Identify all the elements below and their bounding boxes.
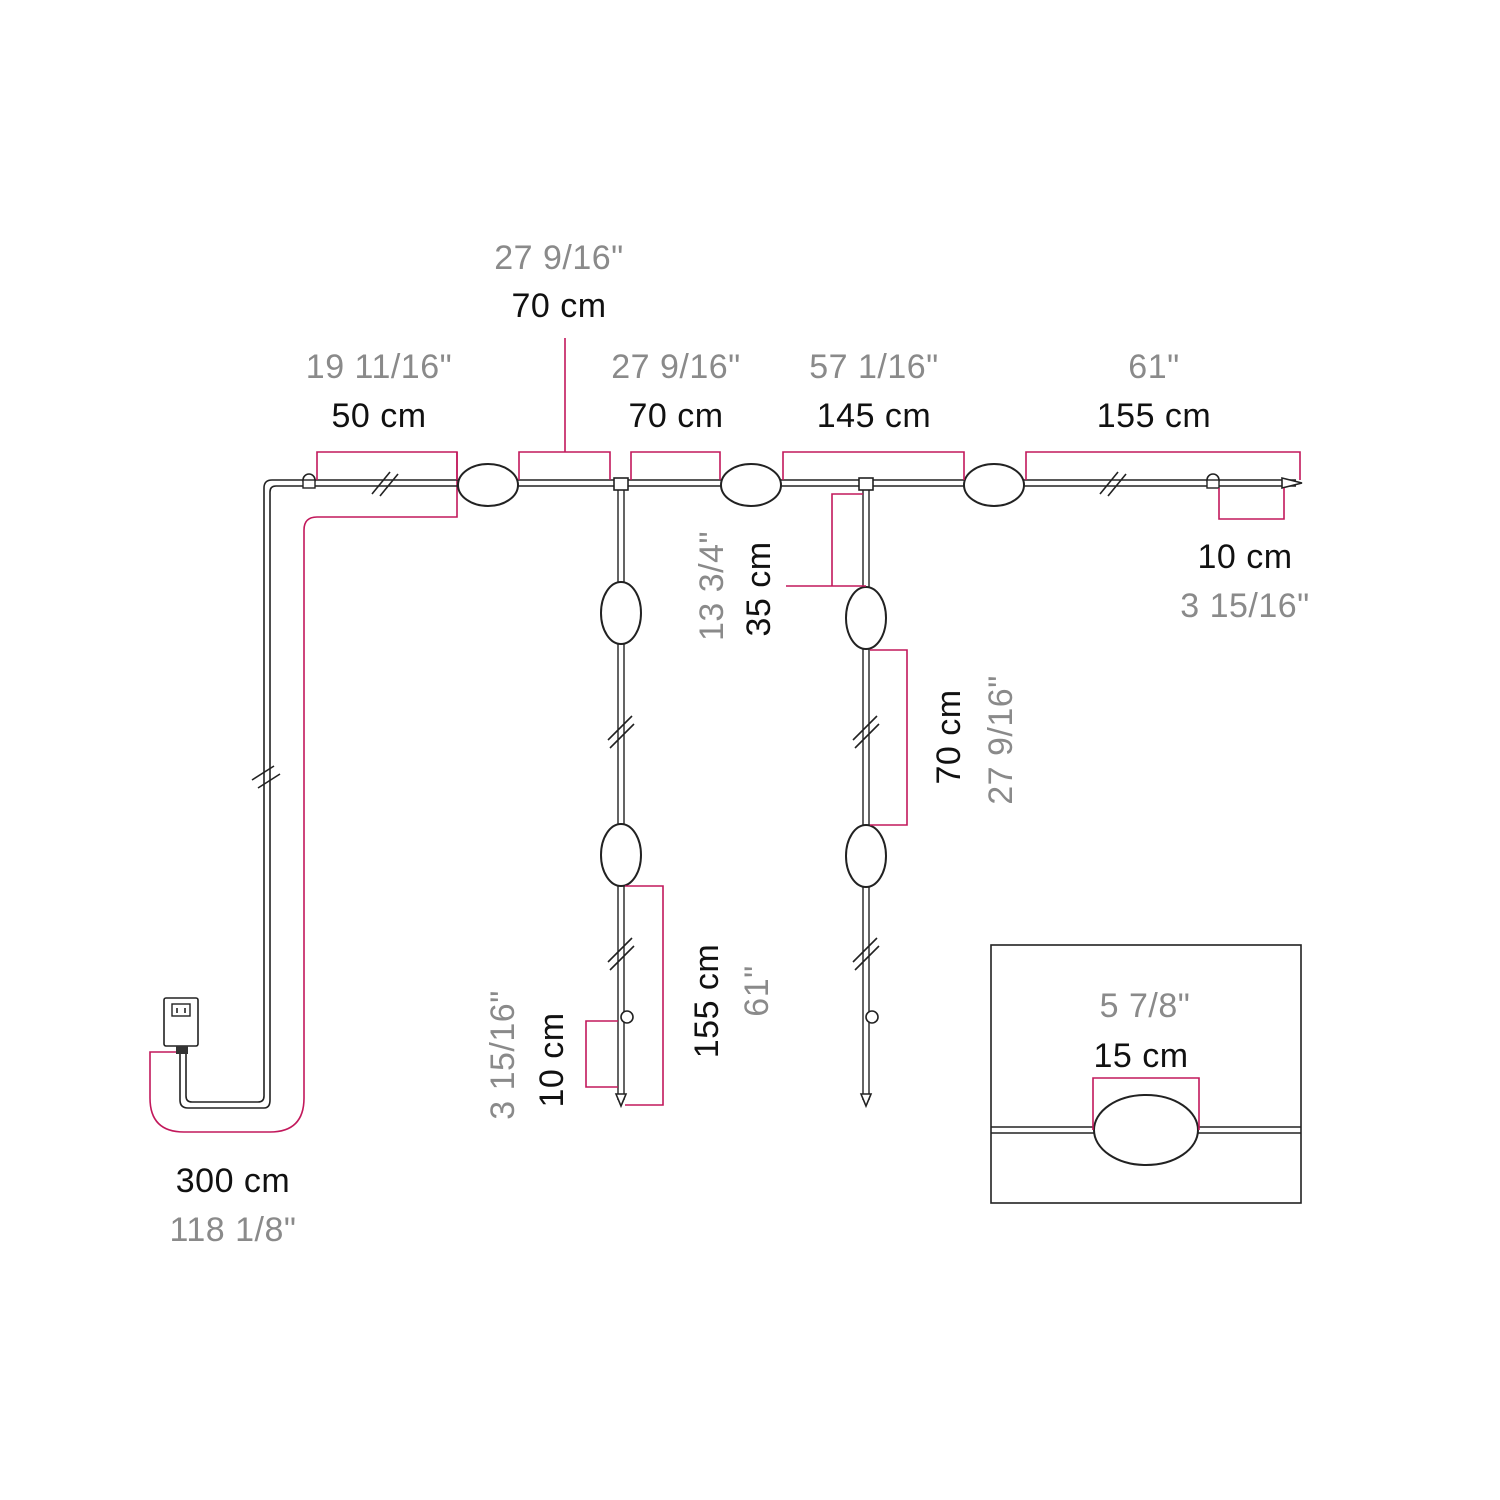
branch-offset-metric: 35 cm (740, 541, 778, 636)
top-segment-3-imperial: 27 9/16" (611, 348, 741, 386)
t-connector (858, 477, 874, 491)
bulb (963, 463, 1025, 507)
right-drop-imperial: 27 9/16" (982, 675, 1020, 805)
top-segment-3-metric: 70 cm (628, 397, 723, 435)
wall-clip (620, 1010, 634, 1024)
left-drop-end-cap-metric: 10 cm (533, 1012, 571, 1107)
power-cable (179, 479, 300, 1109)
bulb (720, 463, 782, 507)
power-cable-metric: 300 cm (176, 1162, 291, 1200)
dimension-line-right-drop (870, 649, 908, 826)
dimension-line-top-1 (316, 451, 458, 480)
bulb-detail-inset (990, 944, 1302, 1204)
power-cable-imperial: 118 1/8" (170, 1211, 297, 1249)
end-cap-metric: 10 cm (1197, 538, 1292, 576)
main-cable (300, 471, 1303, 497)
top-segment-4-metric: 145 cm (817, 397, 932, 435)
wall-clip (302, 473, 316, 489)
bulb (600, 581, 642, 645)
top-segment-1-metric: 50 cm (331, 397, 426, 435)
dimension-line-branch-offset (786, 493, 866, 587)
bulb (845, 586, 887, 650)
top-segment-4-imperial: 57 1/16" (809, 348, 939, 386)
plug-adapter (163, 997, 199, 1054)
wall-clip (1206, 473, 1220, 489)
dimension-line-top-4 (782, 451, 965, 480)
power-cable-dimension-line (149, 452, 458, 1133)
right-drop-metric: 70 cm (930, 689, 968, 784)
bulb-detail-metric: 15 cm (1093, 1037, 1188, 1075)
dimension-line-top-3 (630, 451, 721, 480)
bulb (845, 824, 887, 888)
left-drop-imperial: 61" (738, 965, 776, 1016)
dimension-line-top-2 (518, 338, 611, 480)
bulb (457, 463, 519, 507)
top-segment-1-imperial: 19 11/16" (306, 348, 452, 386)
top-segment-5-imperial: 61" (1128, 348, 1179, 386)
wall-clip (865, 1010, 879, 1024)
top-segment-5-metric: 155 cm (1097, 397, 1212, 435)
dimension-line-left-drop (625, 885, 664, 1106)
top-segment-2-imperial: 27 9/16" (494, 239, 624, 277)
branch-offset-imperial: 13 3/4" (693, 531, 731, 641)
top-segment-2-metric: 70 cm (511, 287, 606, 325)
dimension-line-top-5 (1025, 451, 1301, 480)
dimension-line-left-end-cap (585, 1020, 618, 1088)
dimension-line-end-cap (1218, 488, 1285, 520)
left-drop-end-cap-imperial: 3 15/16" (484, 990, 522, 1120)
bulb (600, 823, 642, 887)
end-cap-imperial: 3 15/16" (1180, 587, 1310, 625)
t-connector (613, 477, 629, 491)
left-drop-metric: 155 cm (688, 944, 726, 1059)
bulb-detail-imperial: 5 7/8" (1100, 987, 1191, 1025)
